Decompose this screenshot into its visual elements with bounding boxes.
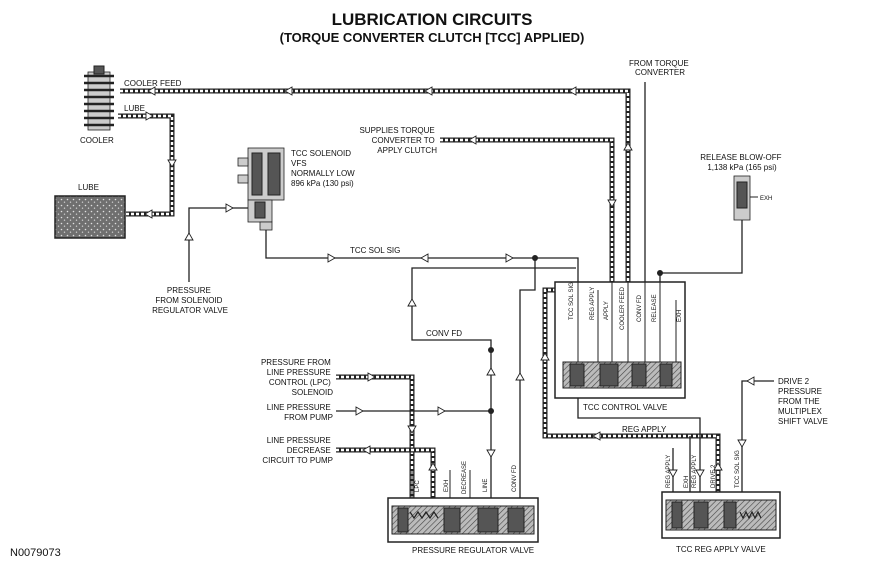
label-conv-fd: CONV FD <box>426 329 462 338</box>
arrow-sol-2 <box>225 203 234 213</box>
port-trav-drive2: DRIVE 2 <box>711 464 717 488</box>
arrow-exh-valve <box>668 469 678 478</box>
arrow-line-2 <box>437 406 446 416</box>
label-lube-line: LUBE <box>124 104 145 113</box>
pressure-regulator-valve <box>387 470 539 543</box>
diagram-subtitle: (TORQUE CONVERTER CLUTCH [TCC] APPLIED) <box>280 30 585 45</box>
arrow-prv-convfd <box>515 372 525 381</box>
arrow-sol-1 <box>184 232 194 241</box>
release-blowoff-valve <box>733 175 758 221</box>
label-pressure-regulator-valve: PRESSURE REGULATOR VALVE <box>412 546 534 555</box>
tcc-control-valve <box>554 281 686 399</box>
port-trav-tcc-sol-sig: TCC SOL SIG <box>735 450 741 488</box>
label-tcc-reg-apply-valve: TCC REG APPLY VALVE <box>676 545 766 554</box>
label-lube-tank: LUBE <box>78 183 99 192</box>
arrow-converter <box>623 142 633 151</box>
port-prv-decrease: DECREASE <box>462 461 468 494</box>
arrow-drive2-2 <box>737 439 747 448</box>
arrow-sig-trav <box>695 469 705 478</box>
port-trav-reg-apply-2: REG APPLY <box>692 455 698 488</box>
tcc-solenoid <box>237 147 285 231</box>
arrow-lube-1 <box>145 111 154 121</box>
arrow-decrease <box>362 445 371 455</box>
arrow-lube-3 <box>144 209 153 219</box>
port-prv-exh: EXH <box>444 480 450 492</box>
arrow-cooler-feed-2 <box>284 86 293 96</box>
label-reg-apply: REG APPLY <box>622 425 667 434</box>
arrow-convfd-1 <box>407 298 417 307</box>
signal-lines <box>188 82 774 498</box>
arrow-regapply-2 <box>592 431 601 441</box>
arrow-cooler-feed-3 <box>424 86 433 96</box>
label-exh: EXH <box>760 196 772 202</box>
arrow-decrease-2 <box>428 462 438 471</box>
port-prv-conv-fd: CONV FD <box>512 464 518 492</box>
port-tcv-release: RELEASE <box>652 294 658 322</box>
port-prv-line: LINE <box>483 479 489 492</box>
arrow-convfd-2 <box>486 367 496 376</box>
label-pressure-from-solenoid: PRESSURE FROM SOLENOID REGULATOR VALVE <box>152 286 228 315</box>
figure-id: N0079073 <box>10 547 61 559</box>
label-pressure-from-lpc: PRESSURE FROM LINE PRESSURE CONTROL (LPC… <box>261 358 333 397</box>
lube-reservoir <box>54 195 126 239</box>
label-release-blowoff: RELEASE BLOW-OFF 1,138 kPa (165 psi) <box>700 153 783 172</box>
arrow-lpc <box>367 372 376 382</box>
port-trav-reg-apply-1: REG APPLY <box>666 455 672 488</box>
port-trav-exh: EXH <box>684 476 690 488</box>
arrow-supplies <box>468 135 477 145</box>
labels: COOLER FEED LUBE COOLER LUBE TCC SOLENOI… <box>10 59 828 559</box>
tcc-reg-apply-valve <box>661 491 781 539</box>
label-tcc-control-valve: TCC CONTROL VALVE <box>583 403 667 412</box>
arrow-sig-2 <box>420 253 429 263</box>
label-from-converter: FROM TORQUE CONVERTER <box>629 59 691 77</box>
cooler-icon <box>84 65 114 131</box>
label-supplies: SUPPLIES TORQUE CONVERTER TO APPLY CLUTC… <box>359 126 437 155</box>
port-tcv-cooler-feed: COOLER FEED <box>620 286 626 330</box>
port-tcv-reg-apply: REG APPLY <box>590 287 596 320</box>
label-drive2: DRIVE 2 PRESSURE FROM THE MULTIPLEX SHIF… <box>778 377 828 426</box>
arrow-regapply-3 <box>713 462 723 471</box>
arrow-line-1 <box>355 406 364 416</box>
arrow-prv-line <box>486 449 496 458</box>
port-tcv-exh: EXH <box>677 310 683 322</box>
arrow-lpc-2 <box>407 425 417 434</box>
arrow-cooler-feed-1 <box>147 86 156 96</box>
port-tcv-apply: APPLY <box>604 301 610 320</box>
arrow-sig-3 <box>505 253 514 263</box>
label-line-from-pump: LINE PRESSURE FROM PUMP <box>267 403 333 422</box>
diagram-title: LUBRICATION CIRCUITS <box>332 10 533 29</box>
label-cooler-feed: COOLER FEED <box>124 79 182 88</box>
arrow-cooler-feed-4 <box>568 86 577 96</box>
label-cooler: COOLER <box>80 136 114 145</box>
arrow-drive2 <box>746 376 755 386</box>
label-tcc-sol-sig: TCC SOL SIG <box>350 246 400 255</box>
label-tcc-solenoid: TCC SOLENOID VFS NORMALLY LOW 896 kPa (1… <box>291 149 357 188</box>
arrow-lube-2 <box>167 159 177 168</box>
label-line-decrease: LINE PRESSURE DECREASE CIRCUIT TO PUMP <box>262 436 333 465</box>
port-prv-lpc: LPC <box>415 480 421 492</box>
arrow-supplies-2 <box>607 199 617 208</box>
arrow-regapply-1 <box>540 352 550 361</box>
port-tcv-tcc-sol-sig: TCC SOL SIG <box>569 282 575 320</box>
arrow-sig-1 <box>327 253 336 263</box>
port-tcv-conv-fd: CONV FD <box>637 294 643 322</box>
